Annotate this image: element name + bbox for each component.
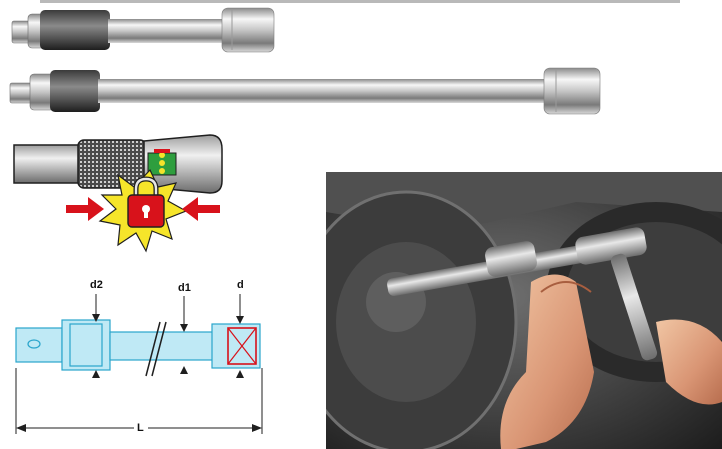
dimension-d-label: d — [237, 279, 244, 291]
padlock-icon — [127, 176, 165, 228]
short-extension-bar — [11, 7, 275, 53]
lock-mechanism-illustration — [13, 134, 223, 253]
dimension-d2-label: d2 — [90, 279, 103, 291]
arrow-left-icon — [182, 197, 220, 221]
extension-bars-photo — [9, 7, 601, 115]
long-extension-bar — [9, 67, 601, 115]
dimension-L-label: L — [137, 422, 144, 434]
dimension-d1-label: d1 — [178, 282, 191, 294]
top-rule — [40, 0, 680, 3]
dimension-drawing — [15, 294, 263, 434]
arrow-right-icon — [66, 197, 104, 221]
in-use-photo — [326, 172, 722, 449]
